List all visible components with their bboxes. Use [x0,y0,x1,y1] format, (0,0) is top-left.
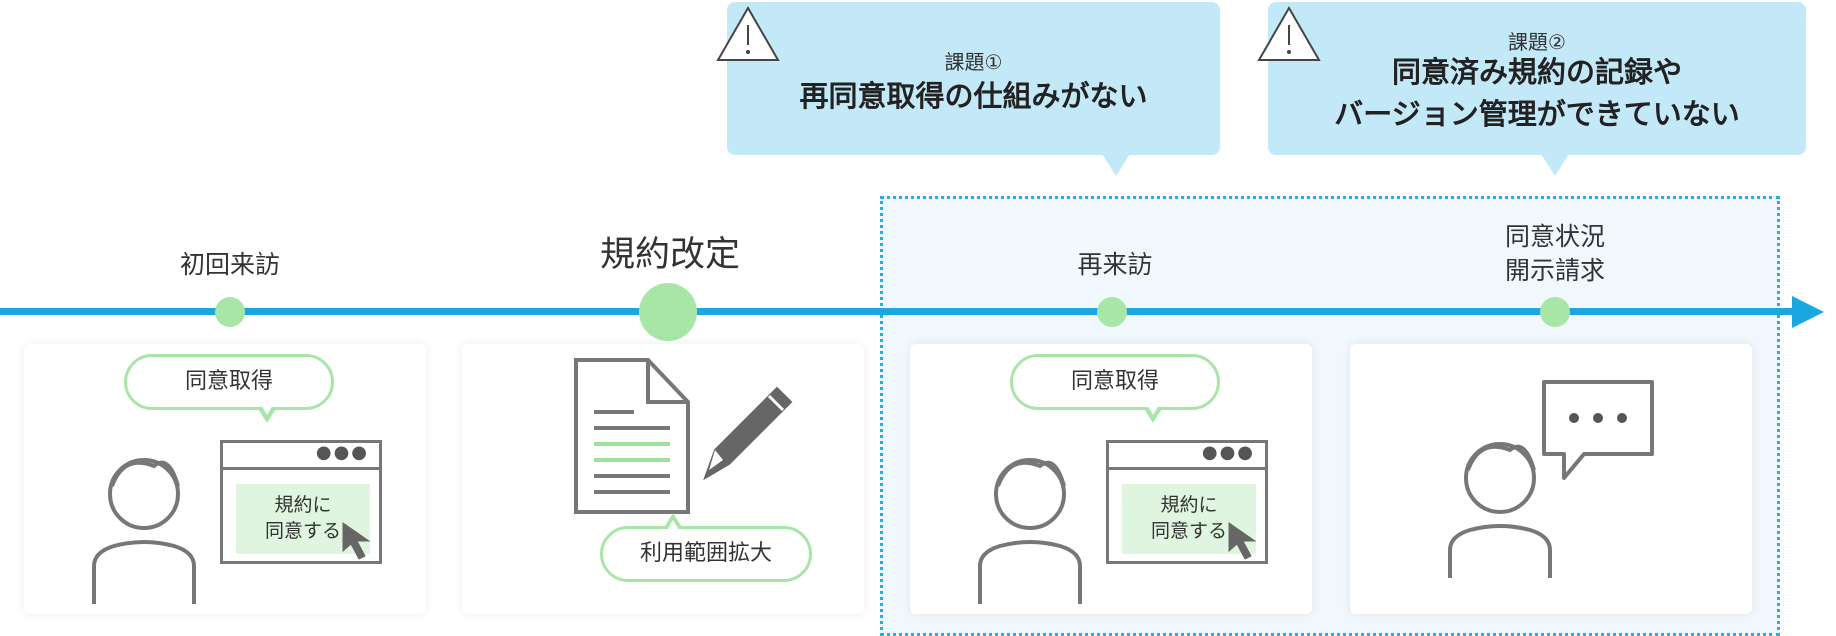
speech-bubble: 利用範囲拡大 [600,513,812,582]
cursor-icon [342,522,371,560]
person-icon [92,458,196,604]
issue-pointer [1541,154,1569,176]
card-first-visit: 同意取得 ●●● 規約に 同意する [24,344,426,614]
document-icon [574,358,690,514]
timeline-arrowhead [1792,296,1824,328]
issue-label: 課題② [1508,30,1566,54]
card-revision: 利用範囲拡大 [462,344,864,614]
speech-bubble: 同意取得 [124,354,334,423]
issue-pointer [1102,154,1130,176]
timeline-label-disclosure-line1: 同意状況 [1504,222,1605,251]
warning-icon [1257,5,1321,61]
issue-label: 課題① [944,50,1003,74]
timeline-node-disclosure [1540,297,1570,327]
timeline-node-revisit [1097,297,1127,327]
issue-title: 再同意取得の仕組みがない [799,79,1148,113]
issue-title-line: バージョン管理ができていない [1334,97,1740,131]
cursor-icon [1228,522,1257,560]
issue-callout-1: 課題① 再同意取得の仕組みがない [716,2,1220,176]
card-revisit: 同意取得 ●●● 規約に 同意する [910,344,1312,614]
browser-titlebar: ●●● [223,442,379,470]
speech-bubble-icon [1542,380,1654,480]
card-disclosure [1350,344,1752,614]
issue-callout-2: 課題② 同意済み規約の記録や バージョン管理ができていない [1257,2,1806,176]
speech-bubble: 同意取得 [1010,354,1220,423]
bubble-text: 利用範囲拡大 [639,541,772,566]
timeline-label-disclosure-line2: 開示請求 [1504,256,1605,285]
timeline-node-revision [639,283,697,341]
timeline-label-first-visit: 初回来訪 [179,250,280,279]
browser-titlebar: ●●● [1109,442,1265,470]
pencil-icon [703,386,793,481]
person-icon [1448,442,1552,578]
browser-window-icon: ●●● 規約に 同意する [220,440,382,564]
timeline-line [0,308,1800,315]
bubble-text: 同意取得 [1070,369,1159,394]
bubble-text: 同意取得 [184,369,273,394]
warning-icon [716,5,780,61]
timeline-label-revisit: 再来訪 [1077,250,1153,279]
person-icon [978,458,1082,604]
timeline-node-first-visit [215,297,245,327]
timeline-label-revision: 規約改定 [599,235,740,275]
issue-title-line: 同意済み規約の記録や [1391,55,1682,89]
